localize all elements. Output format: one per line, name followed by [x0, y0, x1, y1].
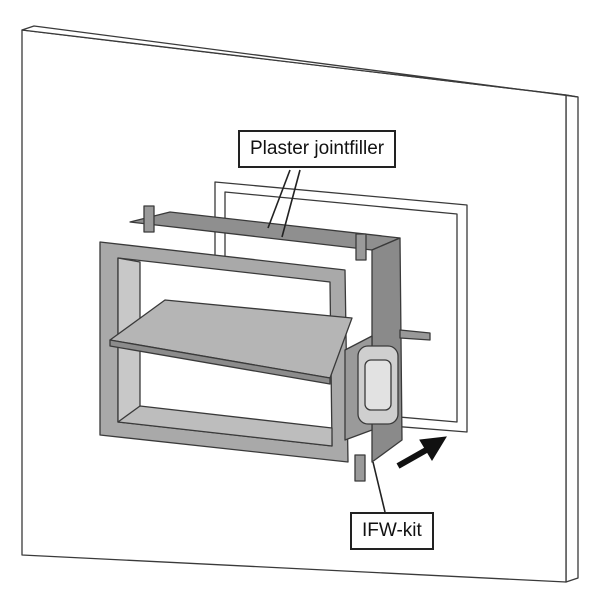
wall-side	[565, 94, 579, 583]
damper-shaft	[399, 329, 431, 341]
leader-line	[267, 169, 291, 229]
wall-top	[21, 25, 579, 98]
mounting-tab	[354, 454, 366, 482]
mounting-tab	[355, 233, 367, 261]
leader-line	[372, 461, 386, 513]
ifw-kit-label: IFW-kit	[350, 512, 434, 550]
plaster-jointfiller-label: Plaster jointfiller	[238, 130, 397, 168]
damper-blade-edge	[109, 339, 331, 385]
mounting-tab	[143, 205, 155, 233]
actuator-cover	[364, 359, 392, 411]
leader-line	[281, 169, 301, 238]
frame-inner-bottom	[117, 405, 333, 447]
direction-arrow-icon	[396, 436, 447, 469]
